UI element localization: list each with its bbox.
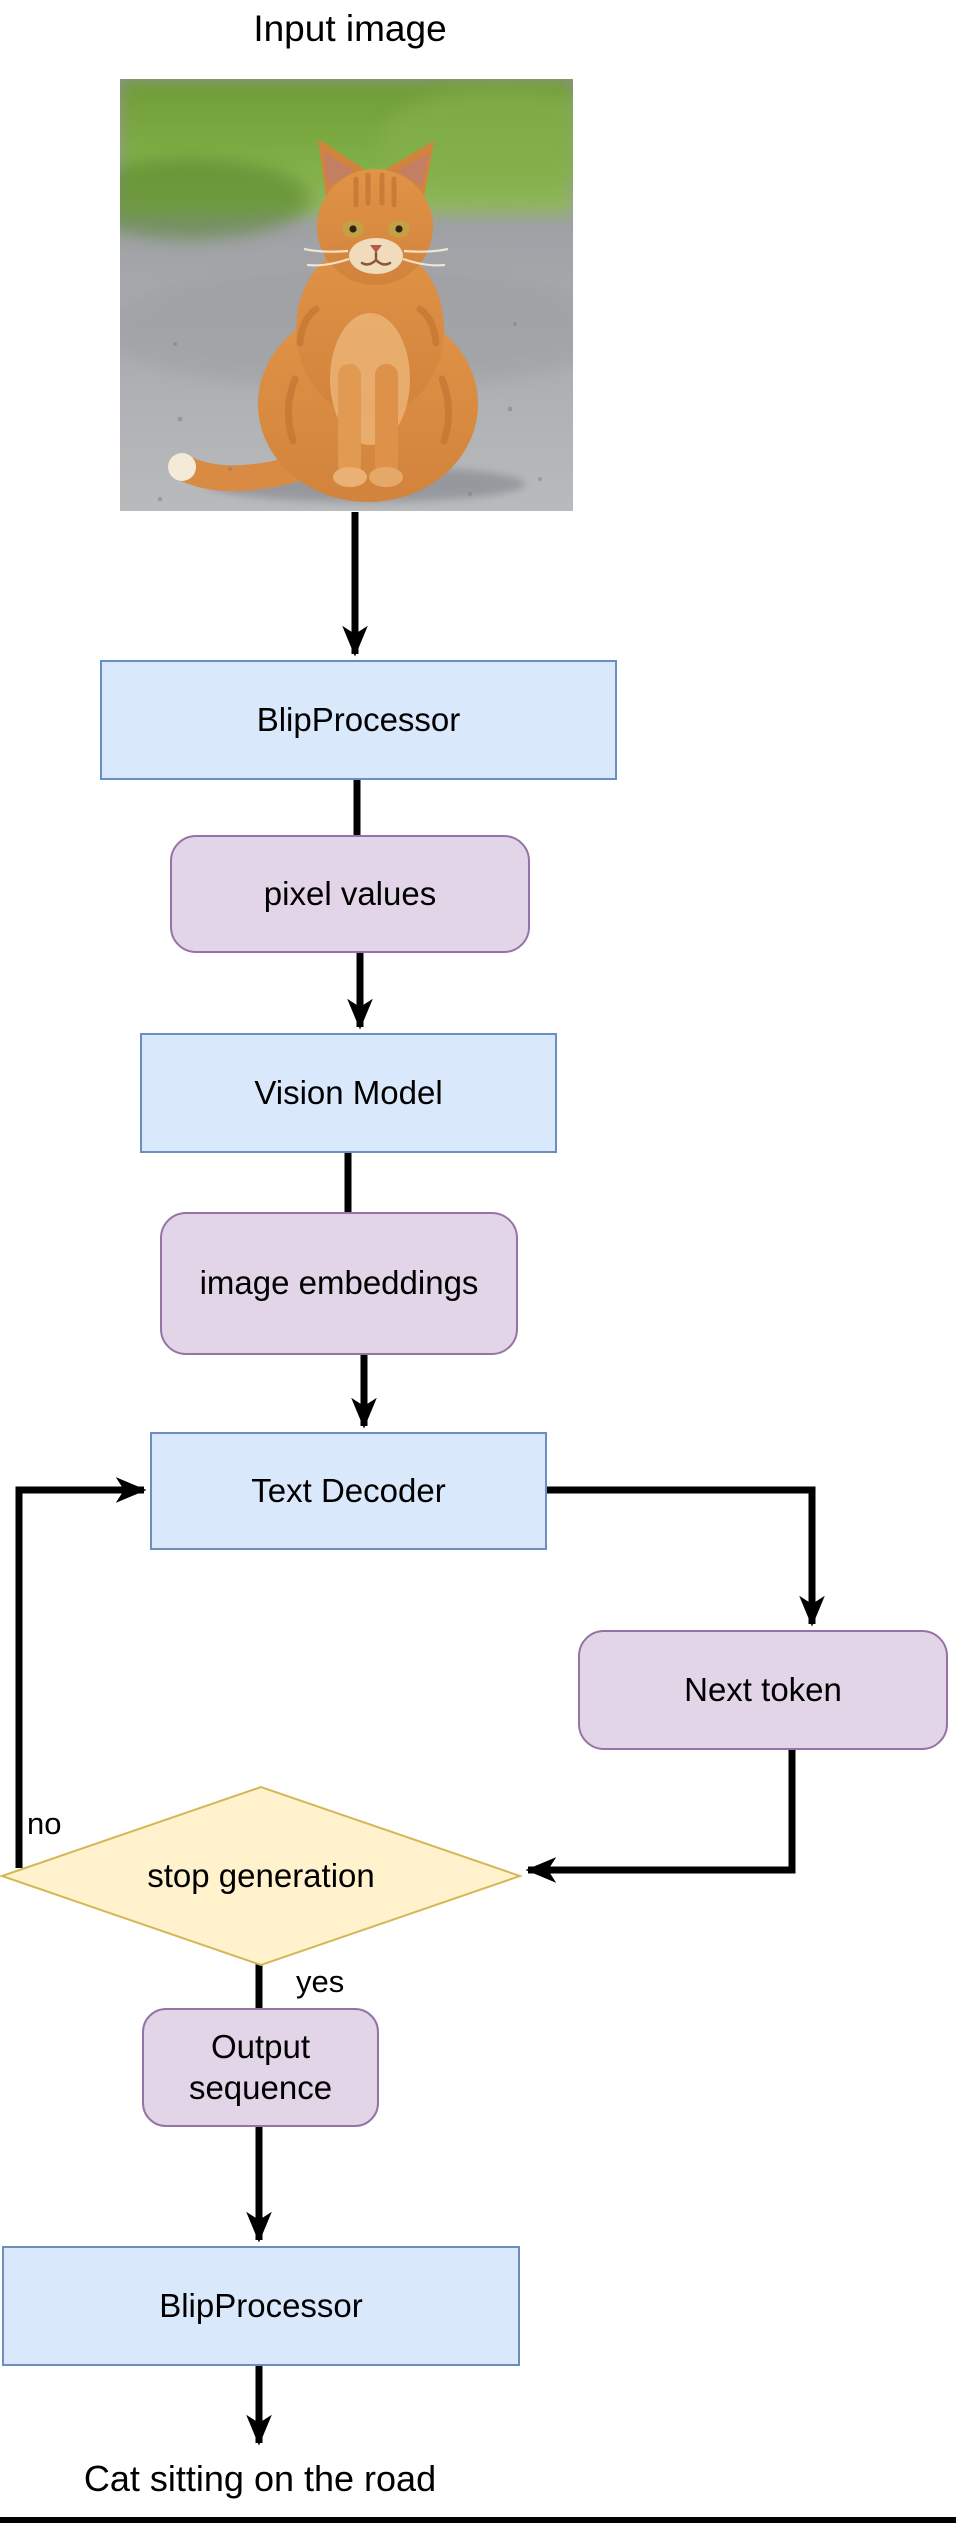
result-caption: Cat sitting on the road xyxy=(83,2458,437,2499)
node-label: image embeddings xyxy=(199,1264,479,1302)
node-vision-model: Vision Model xyxy=(140,1033,557,1153)
cat-photo xyxy=(120,79,573,511)
node-label: Output sequence xyxy=(188,2028,333,2106)
edge-textdecoder-to-nexttoken xyxy=(547,1486,825,1627)
node-label: Text Decoder xyxy=(251,1471,446,1509)
node-label: Next token xyxy=(684,1670,842,1708)
node-blip-processor-bottom: BlipProcessor xyxy=(2,2246,520,2366)
edge-no-loop-to-textdecoder xyxy=(15,1477,147,1868)
node-blip-processor-top: BlipProcessor xyxy=(100,660,617,780)
node-next-token: Next token xyxy=(578,1630,948,1750)
stop-generation-diamond xyxy=(0,1785,524,1967)
node-text-decoder: Text Decoder xyxy=(150,1432,547,1550)
edge-nexttoken-to-stopgeneration xyxy=(525,1750,796,1883)
edge-label-no: no xyxy=(27,1806,62,1841)
node-image-embeddings: image embeddings xyxy=(160,1212,518,1355)
node-label: BlipProcessor xyxy=(159,2286,363,2324)
node-label: BlipProcessor xyxy=(256,700,461,738)
node-label: pixel values xyxy=(263,874,437,912)
node-stop-generation-label: stop generation xyxy=(2,1787,520,1965)
edge-label-yes: yes xyxy=(296,1964,345,1999)
page-title: Input image xyxy=(253,8,447,49)
cat xyxy=(168,139,525,502)
bottom-border-line xyxy=(0,2517,956,2523)
road-speckle xyxy=(157,322,542,502)
node-label: stop generation xyxy=(147,1857,375,1894)
node-output-sequence: Output sequence xyxy=(142,2008,379,2127)
node-label: Vision Model xyxy=(254,1073,443,1111)
node-pixel-values: pixel values xyxy=(170,835,530,953)
